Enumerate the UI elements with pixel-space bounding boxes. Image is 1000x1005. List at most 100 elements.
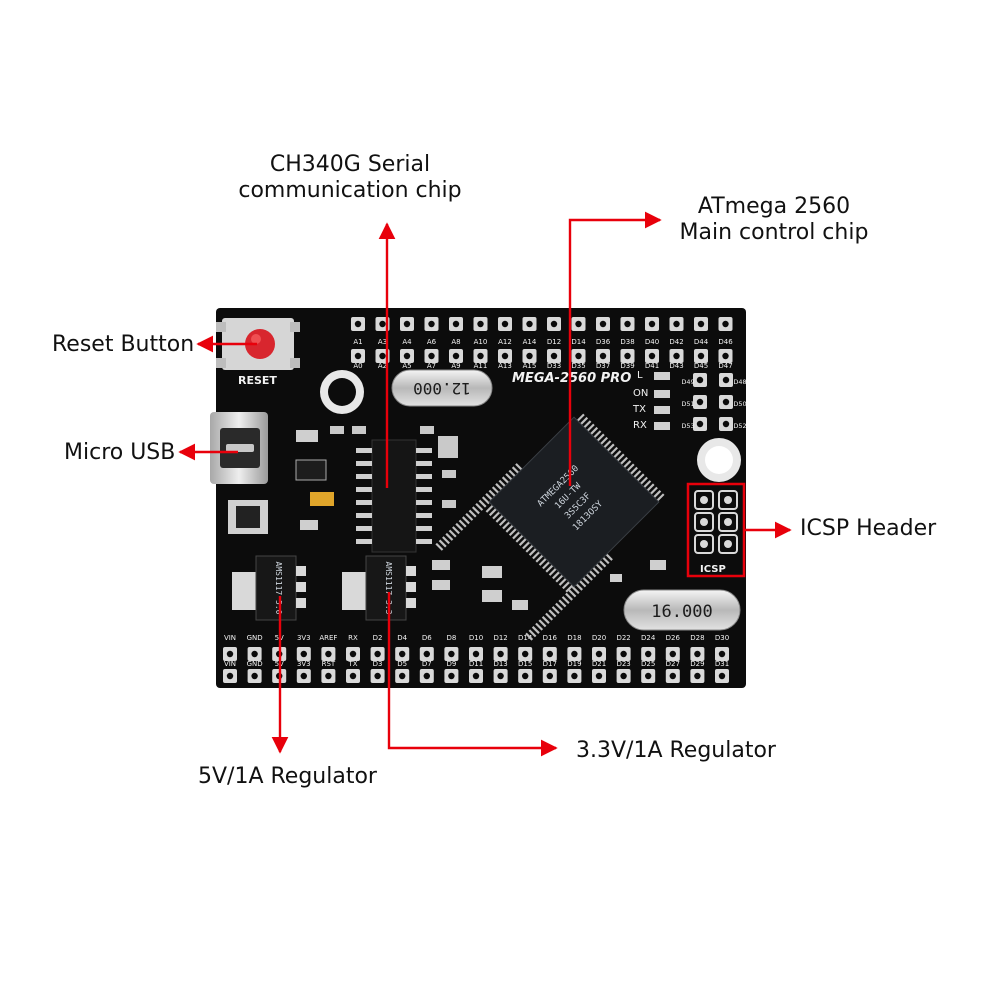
bottom-pin-label-upper: D28 xyxy=(690,634,704,642)
label-micro-usb: Micro USB xyxy=(64,440,176,465)
bottom-pin-label-upper: D26 xyxy=(666,634,681,642)
bottom-pin-label-upper: D12 xyxy=(493,634,507,642)
bottom-pin-label-lower: D9 xyxy=(446,660,456,668)
bottom-pin-label-lower: D3 xyxy=(373,660,383,668)
bottom-pin-label-lower: D29 xyxy=(690,660,704,668)
right-pin-label: D48 xyxy=(733,378,746,386)
reset-button xyxy=(216,318,300,370)
bottom-pin-label-upper: D18 xyxy=(567,634,581,642)
right-pin-label: D49 xyxy=(681,378,694,386)
bottom-pin-label-lower: D5 xyxy=(397,660,407,668)
label-icsp-header: ICSP Header xyxy=(800,516,937,541)
bottom-pin-label-upper: D4 xyxy=(397,634,407,642)
bottom-pin-label-lower: D27 xyxy=(666,660,680,668)
icsp-pin xyxy=(718,534,738,554)
crystal-16-text: 16.000 xyxy=(651,602,712,622)
bottom-pin-label-upper: GND xyxy=(247,634,263,642)
label-regulator-5v: 5V/1A Regulator xyxy=(198,764,377,789)
top-pin-label-lower: A11 xyxy=(474,362,488,370)
atmega2560-chip xyxy=(435,413,665,641)
bottom-pin-label-lower: D13 xyxy=(493,660,507,668)
right-pin-label: D51 xyxy=(681,400,694,408)
bottom-pin-label-lower: D23 xyxy=(616,660,630,668)
top-pin-label-lower: D45 xyxy=(694,362,708,370)
bottom-pin-label-upper: D22 xyxy=(616,634,630,642)
label-ch340: CH340G Serial communication chip xyxy=(234,152,466,204)
top-pin-label-lower: A7 xyxy=(427,362,436,370)
top-pin-label-upper: A14 xyxy=(523,338,537,346)
top-pin-label-upper: D38 xyxy=(620,338,634,346)
crystal-12-text: 12.000 xyxy=(413,379,471,398)
micro-usb-port xyxy=(210,412,268,484)
bottom-pin-label-lower: 3V3 xyxy=(297,660,311,668)
bottom-pin-label-upper: D6 xyxy=(422,634,432,642)
bottom-pin-header xyxy=(223,647,729,683)
reg-3v3-text: AMS1117 3.3 xyxy=(384,562,393,615)
led-label-tx: TX xyxy=(632,404,646,415)
top-pin-label-lower: A15 xyxy=(523,362,537,370)
top-pin-label-upper: A4 xyxy=(402,338,412,346)
arrow-atmega xyxy=(568,211,662,486)
bottom-pin-label-upper: D16 xyxy=(543,634,558,642)
top-pin-label-upper: A6 xyxy=(427,338,437,346)
top-pin-label-upper: A3 xyxy=(378,338,387,346)
bottom-pin-label-upper: D10 xyxy=(469,634,483,642)
bottom-pin-label-lower: D15 xyxy=(518,660,532,668)
top-pin-label-lower: A5 xyxy=(402,362,411,370)
bottom-pin-label-upper: D14 xyxy=(518,634,533,642)
right-pin-label: D50 xyxy=(733,400,746,408)
bottom-pin-label-lower: D17 xyxy=(543,660,557,668)
bottom-pin-label-lower: D31 xyxy=(715,660,729,668)
bottom-pin-label-lower: TX xyxy=(347,660,357,668)
bottom-pin-label-lower: VIN xyxy=(224,660,236,668)
top-pin-label-upper: D42 xyxy=(669,338,683,346)
right-pin-label: D52 xyxy=(733,422,746,430)
top-pin-label-lower: A0 xyxy=(353,362,362,370)
label-regulator-3v3: 3.3V/1A Regulator xyxy=(576,738,776,763)
top-pin-label-upper: A12 xyxy=(498,338,512,346)
label-reset-button: Reset Button xyxy=(52,332,195,357)
icsp-header xyxy=(686,482,746,578)
top-pin-label-lower: D43 xyxy=(669,362,683,370)
crystal-16mhz: 16.000 xyxy=(623,589,741,631)
icsp-pin xyxy=(694,534,714,554)
ch340g-chip xyxy=(356,439,432,553)
top-pin-label-lower: D37 xyxy=(596,362,610,370)
callout-arrows xyxy=(178,211,792,757)
top-pin-label-upper: D40 xyxy=(645,338,659,346)
top-pin-label-lower: A13 xyxy=(498,362,512,370)
bottom-pin-label-lower: RST xyxy=(322,660,336,668)
label-atmega-line2: Main control chip xyxy=(679,220,869,245)
bottom-pin-label-upper: VIN xyxy=(224,634,236,642)
top-pin-label-lower: D47 xyxy=(718,362,732,370)
icsp-pin xyxy=(718,490,738,510)
bottom-pin-label-upper: AREF xyxy=(319,634,337,642)
bottom-pin-label-upper: D30 xyxy=(715,634,729,642)
bottom-pin-label-lower: D25 xyxy=(641,660,655,668)
right-pin-header xyxy=(693,373,733,431)
bottom-pin-label-upper: RX xyxy=(348,634,358,642)
top-pin-label-upper: D14 xyxy=(571,338,586,346)
bottom-pin-label-upper: D8 xyxy=(446,634,456,642)
reg-5v-text: AMS1117 5.0 xyxy=(274,562,283,615)
top-pin-label-lower: D41 xyxy=(645,362,659,370)
icsp-silkscreen: ICSP xyxy=(700,564,726,575)
top-pin-label-lower: D33 xyxy=(547,362,561,370)
bottom-pin-label-upper: D2 xyxy=(373,634,383,642)
icsp-pin xyxy=(718,512,738,532)
top-pin-label-upper: A8 xyxy=(451,338,460,346)
top-pin-label-upper: D44 xyxy=(694,338,709,346)
top-pin-label-upper: A1 xyxy=(353,338,362,346)
led-label-rx: RX xyxy=(633,420,647,431)
bottom-pin-label-lower: D7 xyxy=(422,660,432,668)
right-pin-label: D53 xyxy=(681,422,694,430)
bottom-pin-label-lower: D19 xyxy=(567,660,581,668)
led-label-on: ON xyxy=(633,388,648,399)
top-pin-label-lower: A9 xyxy=(451,362,460,370)
arrow-reg-3v3 xyxy=(387,592,558,757)
label-atmega: ATmega 2560 Main control chip xyxy=(664,194,884,246)
top-pin-label-upper: D12 xyxy=(547,338,561,346)
regulator-3v3: AMS1117 3.3 xyxy=(342,555,416,621)
